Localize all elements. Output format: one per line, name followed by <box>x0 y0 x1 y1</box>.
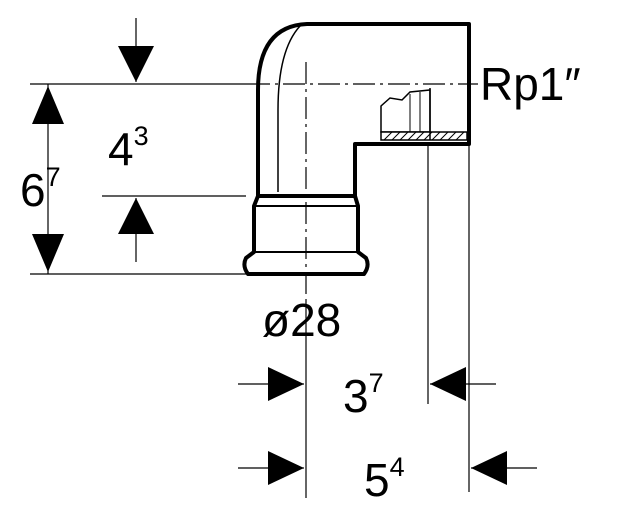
arrow-left-icon <box>471 451 507 485</box>
pipe-diameter-label: ø28 <box>262 294 341 346</box>
arrow-left-icon <box>430 367 466 401</box>
height-total-label: 67 <box>20 162 61 216</box>
arrow-right-icon <box>268 367 304 401</box>
press-socket <box>242 194 370 276</box>
arrow-down-icon <box>118 46 154 82</box>
extension-lines <box>30 83 470 498</box>
height-upper-label: 43 <box>108 121 149 175</box>
elbow-body <box>256 22 471 198</box>
offset-outer-label: 54 <box>364 452 405 506</box>
thread-size-label: Rp1″ <box>480 58 581 110</box>
dimension-offset-inner <box>238 367 496 401</box>
arrow-up-icon <box>32 86 64 124</box>
thread-cutaway <box>380 88 468 141</box>
dimension-offset-outer <box>238 451 537 485</box>
arrow-right-icon <box>268 451 304 485</box>
offset-inner-label: 37 <box>343 368 384 422</box>
dimension-height-total <box>32 84 64 274</box>
arrow-down-icon <box>32 234 64 272</box>
elbow-inner-contour <box>277 25 301 192</box>
arrow-up-icon <box>118 198 154 234</box>
dimension-height-upper <box>118 18 154 262</box>
